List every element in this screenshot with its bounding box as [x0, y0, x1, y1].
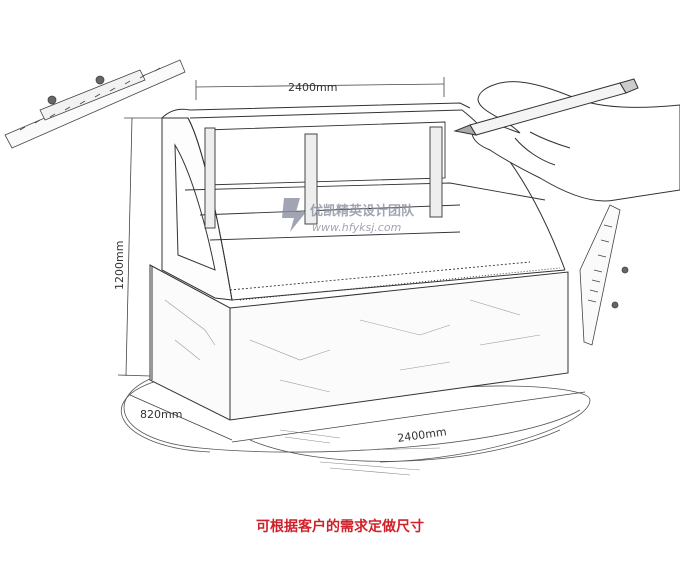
watermark: 优凯精英设计团队 www.hfyksj.com — [282, 198, 415, 234]
watermark-logo-icon — [282, 198, 306, 232]
hand-with-pencil-sketch — [453, 78, 680, 202]
cabinet-base — [149, 264, 569, 421]
height-dimension — [117, 117, 162, 377]
watermark-url: www.hfyksj.com — [312, 221, 401, 234]
bottom-width-label: 2400mm — [397, 425, 448, 445]
depth-dimension — [129, 394, 233, 441]
top-width-label: 2400mm — [288, 81, 337, 94]
cabinet-left-panel — [161, 117, 233, 301]
height-label: 1200mm — [113, 241, 126, 290]
cabinet-top-frame — [161, 102, 566, 301]
watermark-name: 优凯精英设计团队 — [310, 203, 415, 219]
cabinet-shelves — [184, 121, 561, 301]
ruler-sketch-right — [579, 204, 629, 346]
caption-text: 可根据客户的需求定做尺寸 — [256, 519, 424, 535]
marble-veins — [164, 299, 541, 393]
ruler-sketch-left — [4, 59, 186, 149]
depth-label: 820mm — [140, 408, 182, 421]
top-width-dimension — [195, 77, 445, 100]
floor-scribbles — [279, 429, 441, 476]
floor-sketch-ellipses — [121, 371, 591, 463]
bottom-width-dimension — [231, 391, 586, 443]
